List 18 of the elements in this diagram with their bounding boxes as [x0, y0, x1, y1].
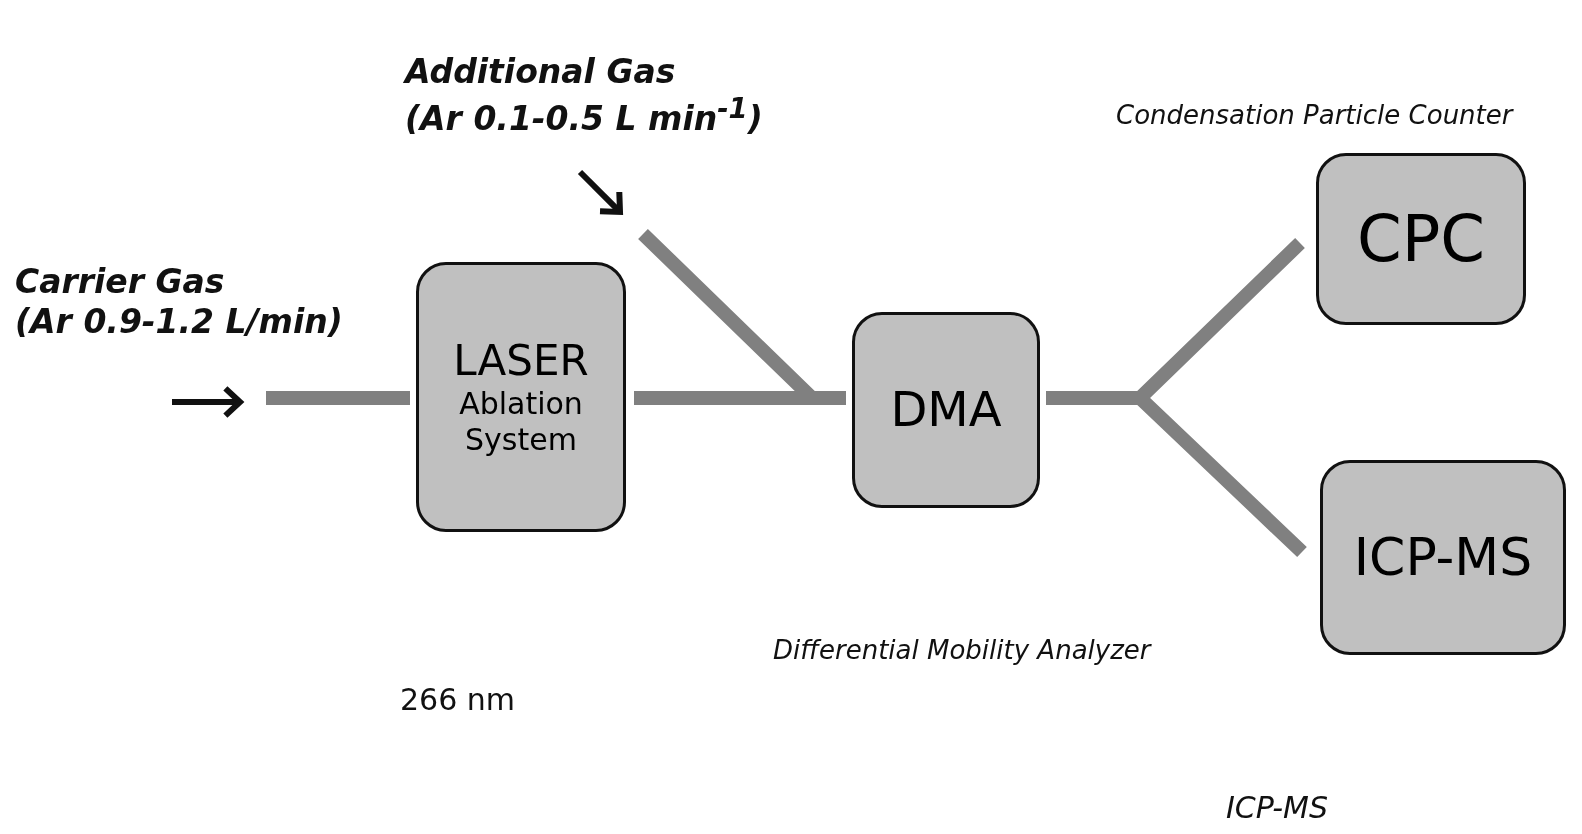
device-name: LASER	[453, 335, 589, 387]
device-name: DMA	[890, 381, 1002, 439]
device-caption: Differential Mobility Analyzer	[773, 635, 1151, 665]
device-box	[852, 312, 1040, 508]
gas-line	[266, 391, 410, 405]
flow-rate-text: (Ar 0.9-1.2 L/min)	[15, 301, 343, 342]
gas-name: Additional Gas	[405, 52, 676, 92]
device-box	[416, 262, 626, 532]
device-subtitle: Ablation System	[458, 386, 584, 459]
gas-name: Carrier Gas	[15, 262, 225, 302]
device-box	[1320, 460, 1566, 655]
device-name: ICP-MS	[1353, 526, 1533, 589]
device-box	[1316, 153, 1526, 325]
device-caption: 266 nm	[400, 682, 516, 717]
flow-rate-text: (Ar 0.1-0.5 L min$^{-1}$)	[405, 91, 763, 139]
device-name: CPC	[1357, 200, 1485, 278]
device-caption: ICP-MS	[1226, 790, 1328, 825]
device-caption: Condensation Particle Counter	[1116, 100, 1513, 130]
